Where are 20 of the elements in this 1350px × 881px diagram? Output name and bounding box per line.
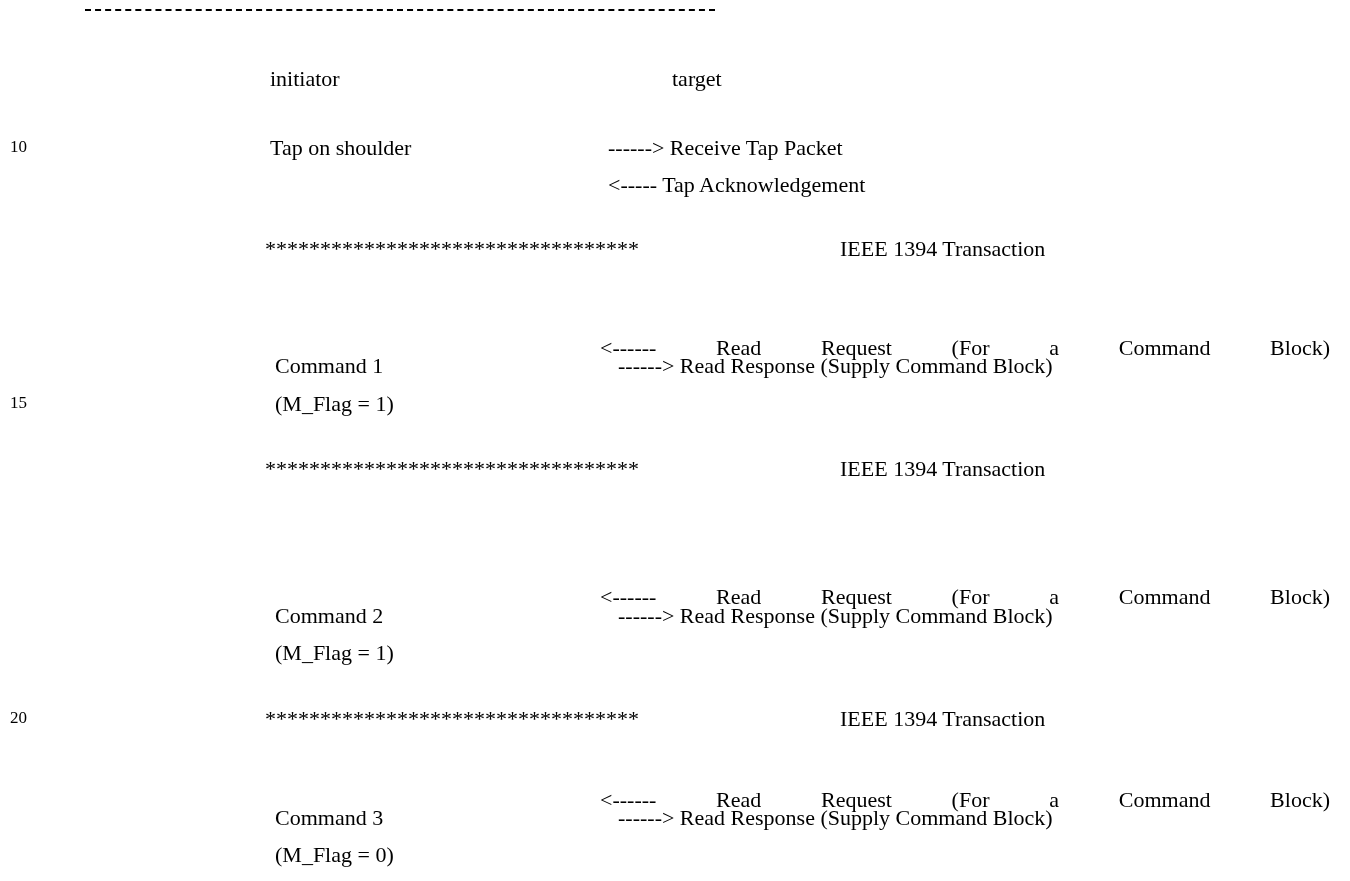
diagram-text: target: [672, 65, 722, 91]
diagram-text: (M_Flag = 1): [275, 639, 394, 665]
diagram-text: Tap on shoulder: [270, 134, 412, 160]
diagram-text: Command 2: [275, 602, 384, 628]
diagram-text: **********************************: [265, 235, 639, 261]
diagram-text: IEEE 1394 Transaction: [840, 455, 1046, 481]
diagram-text: IEEE 1394 Transaction: [840, 235, 1046, 261]
line-number: 15: [10, 393, 27, 413]
diagram-text: **********************************: [265, 705, 639, 731]
diagram-text: IEEE 1394 Transaction: [840, 705, 1046, 731]
diagram-text: ------> Receive Tap Packet: [608, 134, 843, 160]
diagram-text: (M_Flag = 1): [275, 390, 394, 416]
line-number: 20: [10, 708, 27, 728]
diagram-text: Command 1: [275, 352, 384, 378]
diagram-text: (M_Flag = 0): [275, 841, 394, 867]
diagram-text: Command 3: [275, 804, 384, 830]
diagram-text: <----- Tap Acknowledgement: [608, 171, 866, 197]
diagram-text: **********************************: [265, 455, 639, 481]
diagram-text: initiator: [270, 65, 340, 91]
line-number: 10: [10, 137, 27, 157]
